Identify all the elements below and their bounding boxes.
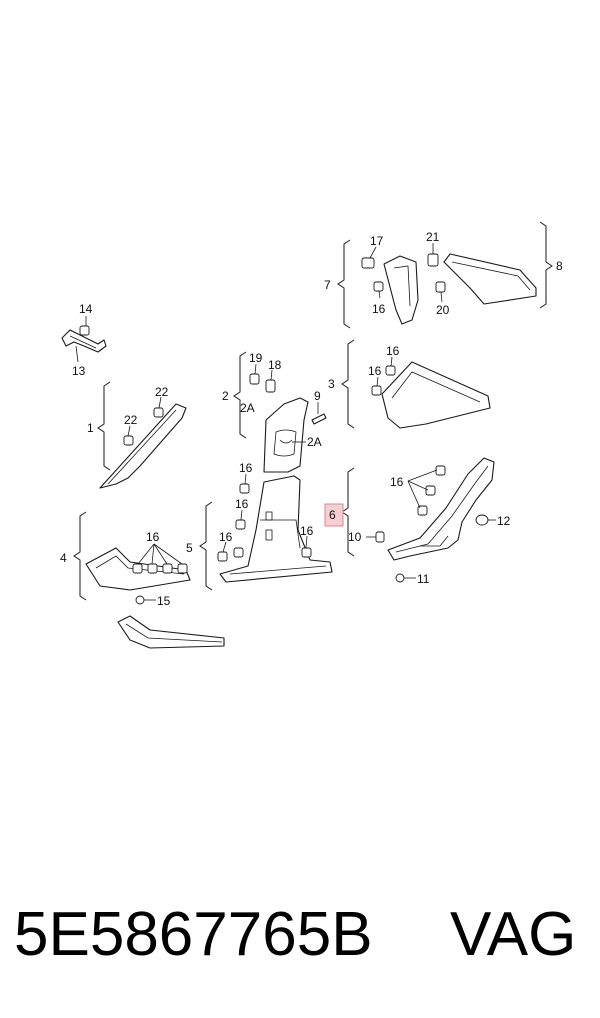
clip-16-d: [177, 563, 188, 574]
clip-14: [79, 325, 90, 336]
brand-label: VAG: [450, 900, 577, 969]
cap-12: [475, 514, 489, 526]
clip-16-h: [233, 547, 244, 558]
callout-13: 13: [72, 364, 86, 378]
cap-11: [395, 573, 405, 583]
clip-22-a: [153, 407, 164, 418]
callout-16-l: 16: [386, 344, 400, 358]
callout-16-f: 16: [235, 497, 249, 511]
part-number: 5E5867765B: [14, 900, 373, 969]
clip-16-k: [371, 385, 382, 396]
callout-10: 10: [348, 530, 362, 544]
callout-16-e: 16: [239, 461, 253, 475]
callout-9: 9: [314, 389, 321, 403]
callout-14: 14: [79, 302, 93, 316]
clip-16-n: [425, 485, 436, 496]
clip-15: [135, 595, 145, 605]
callout-16-g: 16: [219, 530, 233, 544]
clip-16-a: [132, 563, 143, 574]
clip-16-f: [235, 519, 246, 530]
callout-22-b: 22: [124, 413, 138, 427]
callout-12: 12: [497, 514, 511, 528]
clip-19: [249, 373, 260, 385]
callout-2a-side: 2A: [307, 435, 322, 449]
callout-6: 6: [329, 508, 336, 522]
callout-3: 3: [328, 377, 335, 391]
upper-pillar-cover-7: [383, 255, 419, 325]
clip-16-o: [417, 505, 428, 516]
screw-10: [375, 531, 385, 543]
clip-16-b: [147, 563, 158, 574]
roof-side-trim-8: [443, 253, 537, 305]
callout-16-i: 16: [300, 524, 314, 538]
clip-21: [427, 253, 439, 267]
callout-18: 18: [268, 358, 282, 372]
clip-16-g: [217, 551, 228, 562]
footer: 5E5867765B VAG: [0, 895, 600, 975]
callout-6-highlight: [324, 503, 344, 527]
clip-17: [361, 257, 375, 269]
callout-8: 8: [556, 259, 563, 273]
bracket-13: [61, 329, 107, 353]
callout-11: 11: [417, 572, 430, 586]
callout-16-k: 16: [368, 364, 382, 378]
callout-22-a: 22: [155, 385, 169, 399]
b-pillar-upper-trim-2: [263, 397, 309, 473]
callout-16-a: 16: [146, 530, 160, 544]
callout-4: 4: [60, 551, 67, 565]
clip-16-i: [301, 547, 312, 558]
lower-sill-strip: [117, 615, 225, 649]
clip-16-e: [239, 483, 250, 494]
clip-16-l: [385, 365, 396, 376]
clip-16-m: [435, 465, 446, 476]
callout-21: 21: [426, 230, 440, 244]
callout-16-j: 16: [372, 302, 386, 316]
callout-16-m: 16: [390, 475, 404, 489]
clip-16-j: [373, 281, 384, 292]
callout-2a-top: 2A: [240, 401, 255, 415]
clip-16-c: [162, 563, 173, 574]
rear-quarter-lower-trim-6: [387, 457, 495, 561]
callout-1: 1: [87, 421, 94, 435]
a-pillar-trim-1: [99, 403, 187, 489]
callout-7: 7: [324, 278, 331, 292]
rear-quarter-upper-trim-3: [381, 361, 491, 429]
strip-9: [311, 413, 327, 425]
clip-20: [435, 281, 446, 293]
callout-20: 20: [436, 303, 450, 317]
callout-19: 19: [249, 351, 263, 365]
callout-17: 17: [370, 234, 384, 248]
callout-5: 5: [186, 541, 193, 555]
clip-18: [265, 379, 276, 393]
callout-2: 2: [222, 389, 229, 403]
clip-22-b: [123, 435, 134, 446]
callout-15: 15: [157, 594, 171, 608]
